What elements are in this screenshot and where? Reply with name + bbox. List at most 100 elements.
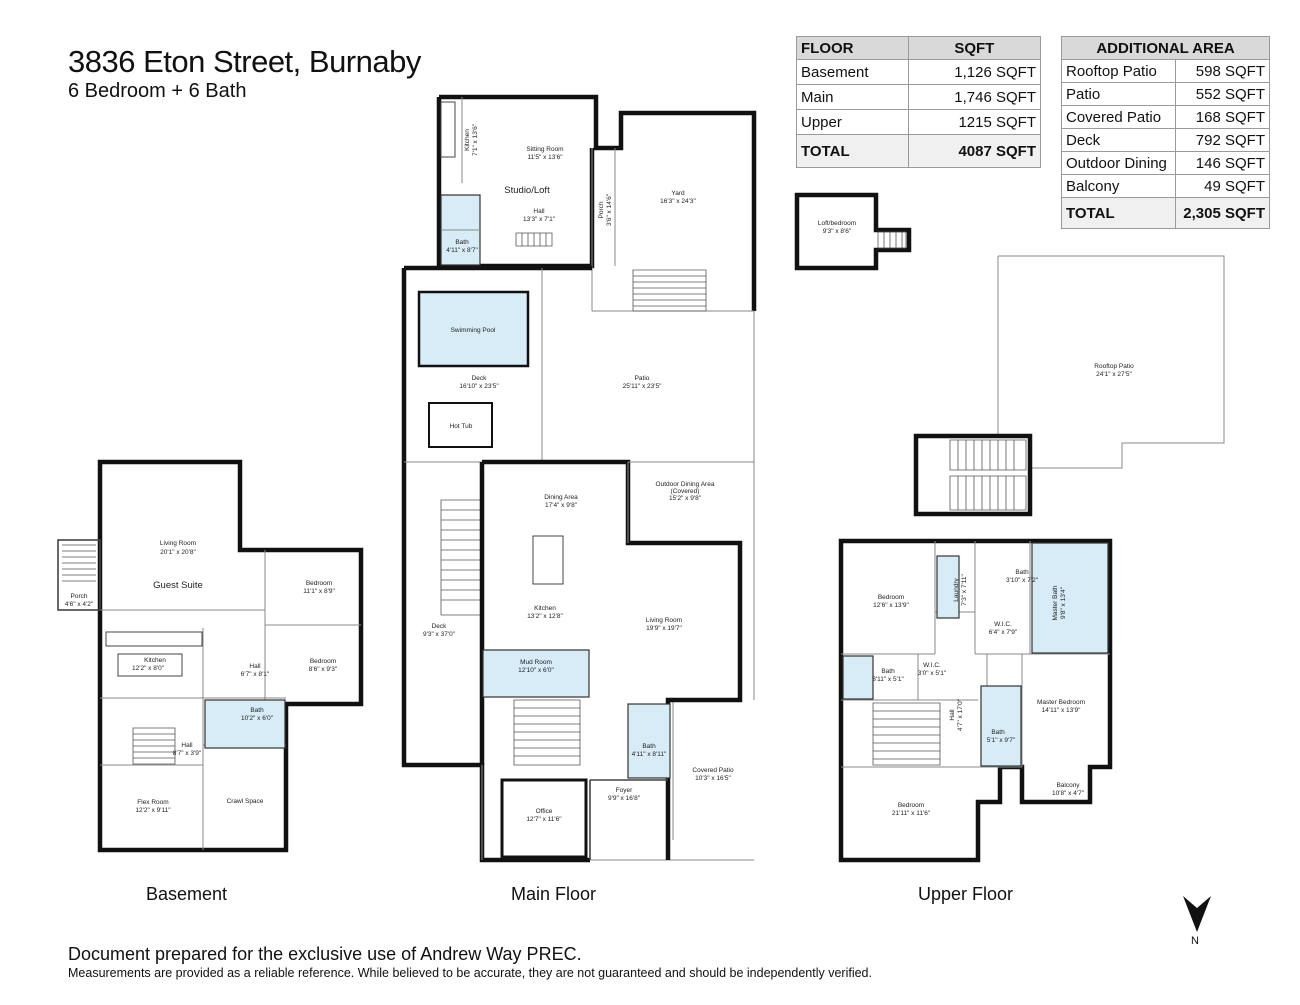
room-label: Bedroom [306,580,332,587]
upper-stairs [872,702,941,766]
room-dim: 9'3" x 8'6" [823,228,852,235]
room-label: Hall [949,709,956,721]
hot-tub [428,402,493,448]
room-label: Kitchen [144,657,166,664]
room-label: Bedroom [310,658,336,665]
room-label: Balcony [1056,782,1080,789]
additional-table-header: ADDITIONAL AREA [1061,36,1270,60]
room-dim: 11'1" x 8'9" [303,588,335,595]
room-label: Yard [671,190,685,197]
room-dim: 24'1" x 27'5" [1096,371,1132,378]
basement-kitchen-island [117,653,183,677]
room-dim: 14'11" x 13'9" [1042,707,1081,714]
room-label: Master Bath [1052,585,1059,620]
room-label: (Covered) [671,488,700,495]
room-dim: 15'2" x 9'8" [669,495,702,502]
north-label: N [1191,935,1199,947]
room-label: Dining Area [544,494,578,501]
upper-floor-label: Upper Floor [918,884,1014,904]
room-dim: 11'5" x 13'6" [527,154,563,161]
room-dim: 16'10" x 23'5" [459,383,499,390]
deck-stairs [440,499,482,616]
room-dim: 10'2" x 6'0" [241,715,274,722]
room-label: Master Bedroom [1037,699,1085,706]
sqft-header-cell: SQFT [907,36,1042,60]
room-dim: 13'2" x 12'8" [527,613,563,620]
room-dim: 10'8" x 4'7" [1052,790,1085,797]
room-label: Mud Room [520,659,552,666]
floor-total-sqft: 4087 SQFT [907,134,1042,168]
room-dim: 12'10" x 6'0" [518,667,554,674]
footer-title: Document prepared for the exclusive use … [68,944,582,964]
room-label: Guest Suite [153,580,203,591]
room-dim: 3'10" x 7'2" [1006,577,1039,584]
main-floor-plan: Kitchen 7'1" x 13'6" Sitting Room 11'5" … [401,94,757,863]
rooftop-stairs [949,439,1027,511]
room-label: Foyer [616,787,633,794]
swimming-pool [417,290,530,368]
studio-kitchen-counter [440,101,456,158]
office [500,778,588,859]
floor-row: Basement 1,126 SQFT [796,59,1042,85]
room-dim: 3'0" x 5'1" [918,670,947,677]
room-dim: 4'11" x 8'7" [446,247,478,254]
room-label: Bath [642,743,656,750]
area-name: Outdoor Dining [1061,151,1176,175]
room-label: Laundry [953,578,960,602]
floor-name: Basement [796,59,909,85]
mud-room [482,649,590,698]
area-sqft: 146 SQFT [1174,151,1271,175]
room-label: Bath [881,668,895,675]
main-floor-label: Main Floor [511,884,597,904]
floor-area-table: FLOOR SQFT Basement 1,126 SQFT Main 1,74… [796,36,1042,168]
property-summary: 6 Bedroom + 6 Bath [68,80,247,102]
room-label: Bath [250,707,264,714]
north-arrow-icon [1183,896,1211,932]
room-label: Flex Room [137,799,168,806]
room-label: Hall [181,742,193,749]
room-dim: 12'2" x 9'11" [135,807,171,814]
room-dim: 4'11" x 8'11" [632,751,667,758]
kitchen-island [532,535,564,585]
basement-plan: Living Room 20'1" x 20'8" Guest Suite Po… [57,459,364,853]
property-address: 3836 Eton Street, Burnaby [68,44,421,79]
room-label: Bath [455,239,469,246]
room-dim: 4'7" x 17'0" [957,698,964,731]
floor-table-header: FLOOR SQFT [796,36,1042,60]
main-bath [627,703,671,779]
basement-kitchen-counter [105,631,203,647]
room-label: Living Room [646,617,682,624]
basement-label: Basement [146,884,228,904]
area-name: Deck [1061,128,1176,152]
room-label: Bath [1015,569,1029,576]
room-dim: 9'3" x 37'0" [423,631,456,638]
room-dim: 8'11" x 5'1" [872,676,904,683]
area-sqft: 598 SQFT [1174,59,1271,83]
room-dim: 25'11" x 23'5" [623,383,662,390]
room-label: Outdoor Dining Area [656,481,715,488]
footer-disclaimer: Measurements are provided as a reliable … [68,966,872,980]
yard-stairs [632,269,707,312]
room-dim: 3'6" x 14'6" [606,193,613,226]
floor-sqft: 1,126 SQFT [907,59,1042,85]
loft-stairs [877,231,907,249]
room-dim: 20'1" x 20'8" [160,549,196,556]
room-dim: 4'6" x 4'2" [65,601,94,608]
room-label: Loft/bedroom [818,220,856,227]
upper-bath-2-tub [842,655,874,700]
room-label: Sitting Room [526,146,563,153]
room-label: Hall [249,663,261,670]
room-label: Porch [598,201,605,218]
room-label: Hall [533,208,545,215]
room-label: Living Room [160,540,196,547]
room-label: W.I.C. [994,621,1012,628]
room-dim: 7'1" x 13'6" [472,123,479,156]
room-label: Covered Patio [692,767,734,774]
upper-floor-plan: Loft/bedroom 9'3" x 8'6" Rooftop Patio 2… [794,192,1225,863]
room-dim: 10'3" x 16'5" [695,775,731,782]
